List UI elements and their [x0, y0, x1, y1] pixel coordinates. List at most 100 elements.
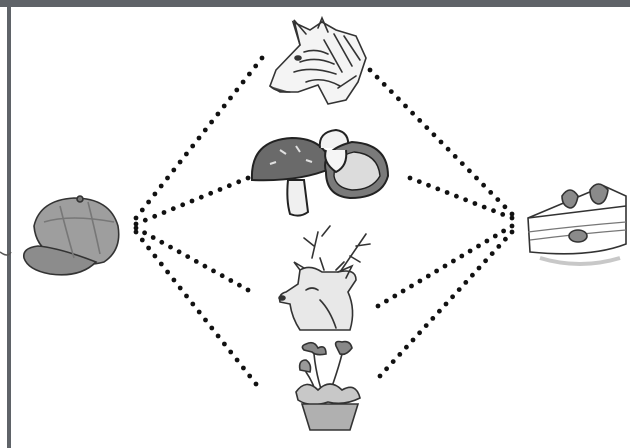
dot	[510, 224, 515, 229]
dot	[396, 96, 401, 101]
dot	[142, 230, 147, 235]
dot	[384, 366, 389, 371]
dot	[485, 239, 490, 244]
dot	[246, 288, 251, 293]
dot	[468, 249, 473, 254]
dot	[426, 183, 431, 188]
dot	[253, 64, 258, 69]
dot	[446, 147, 451, 152]
dot	[453, 154, 458, 159]
dot	[140, 208, 145, 213]
dot	[503, 204, 508, 209]
potted-flower-picture[interactable]	[296, 342, 360, 431]
dot	[491, 208, 496, 213]
dot	[424, 125, 429, 130]
dot	[460, 161, 465, 166]
dot	[500, 212, 505, 217]
deer-head-picture[interactable]	[279, 226, 370, 330]
dot	[178, 286, 183, 291]
dot	[152, 214, 157, 219]
dot	[408, 176, 413, 181]
dot	[389, 89, 394, 94]
dot	[382, 82, 387, 87]
dot	[418, 279, 423, 284]
dot	[473, 201, 478, 206]
dot	[208, 191, 213, 196]
dot	[403, 104, 408, 109]
dot	[171, 206, 176, 211]
dot	[417, 179, 422, 184]
dot	[454, 194, 459, 199]
dot	[476, 244, 481, 249]
dot	[178, 160, 183, 165]
dot	[194, 259, 199, 264]
dot	[417, 330, 422, 335]
dot	[241, 80, 246, 85]
dot	[435, 187, 440, 192]
dot	[190, 199, 195, 204]
dot	[430, 316, 435, 321]
dot	[159, 262, 164, 267]
dot	[228, 96, 233, 101]
dot	[481, 183, 486, 188]
dot	[203, 264, 208, 269]
dot	[432, 132, 437, 137]
dot	[496, 244, 501, 249]
dot	[185, 254, 190, 259]
dot	[510, 216, 515, 221]
dot	[247, 72, 252, 77]
dot	[401, 289, 406, 294]
dot	[411, 338, 416, 343]
dot	[209, 120, 214, 125]
dot	[162, 210, 167, 215]
dot	[488, 190, 493, 195]
dot	[165, 270, 170, 275]
dot	[235, 358, 240, 363]
dot	[140, 238, 145, 243]
dot	[184, 152, 189, 157]
dot	[457, 287, 462, 292]
dot	[228, 278, 233, 283]
dot	[376, 304, 381, 309]
dot	[490, 251, 495, 256]
dot	[410, 111, 415, 116]
dot	[450, 294, 455, 299]
dot	[209, 326, 214, 331]
dot	[190, 302, 195, 307]
dot	[228, 350, 233, 355]
dot	[437, 309, 442, 314]
dot	[482, 205, 487, 210]
dot	[246, 176, 251, 181]
dot	[241, 366, 246, 371]
dot	[503, 237, 508, 242]
dot	[203, 128, 208, 133]
dot	[470, 273, 475, 278]
dot	[218, 187, 223, 192]
dot	[392, 294, 397, 299]
dot	[180, 202, 185, 207]
dot	[501, 229, 506, 234]
newsboy-cap-picture[interactable]	[24, 196, 119, 275]
dot	[477, 266, 482, 271]
zebra-head-picture[interactable]	[270, 18, 366, 104]
dot	[384, 299, 389, 304]
dot	[211, 269, 216, 274]
dot	[216, 112, 221, 117]
dot	[236, 179, 241, 184]
dot	[391, 359, 396, 364]
strawberry-cake-slice-picture[interactable]	[528, 184, 626, 264]
dot	[463, 197, 468, 202]
dot	[247, 374, 252, 379]
mushrooms-picture[interactable]	[252, 130, 388, 216]
dot	[220, 273, 225, 278]
frame-top-bar	[0, 0, 630, 7]
dot	[378, 374, 383, 379]
dot	[134, 216, 139, 221]
dot	[426, 274, 431, 279]
dot	[134, 230, 139, 235]
dot	[153, 192, 158, 197]
dot	[197, 310, 202, 315]
dot	[254, 382, 259, 387]
dot	[171, 168, 176, 173]
